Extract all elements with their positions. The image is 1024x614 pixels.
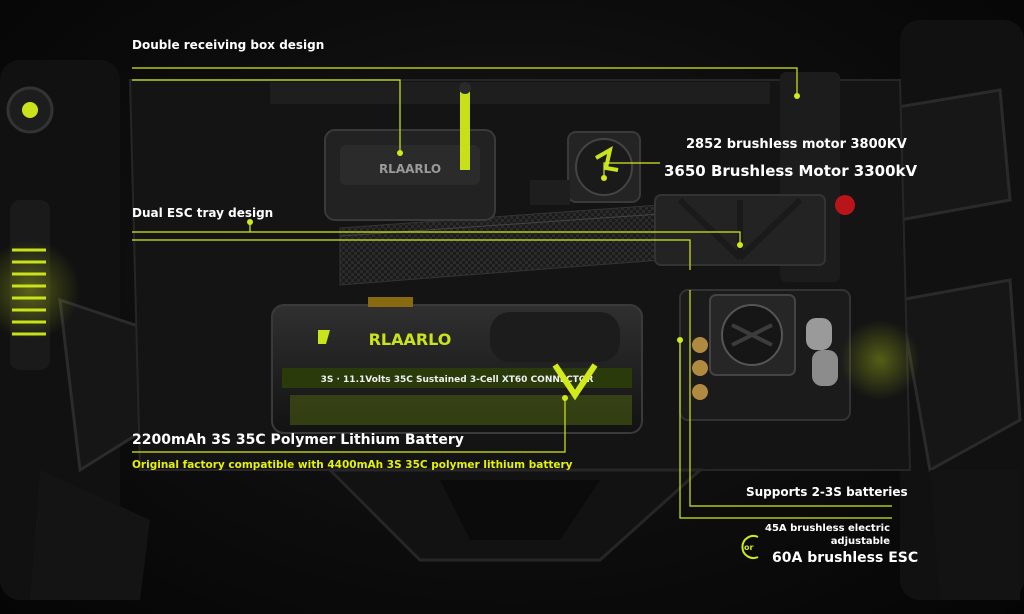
callout-esc-45a-line1: 45A brushless electric bbox=[765, 523, 890, 534]
or-divider-icon: or bbox=[741, 535, 759, 559]
battery-spec-label: 3S · 11.1Volts 35C Sustained 3-Cell XT60… bbox=[321, 375, 594, 385]
battery-pack: RLAARLO 3S · 11.1Volts 35C Sustained 3-C… bbox=[271, 297, 643, 434]
or-text: or bbox=[744, 543, 753, 552]
esc-unit bbox=[679, 289, 851, 421]
callout-battery-title: 2200mAh 3S 35C Polymer Lithium Battery bbox=[132, 432, 464, 448]
callout-motor-2852: 2852 brushless motor 3800KV bbox=[686, 137, 907, 152]
receiving-box: RLAARLO bbox=[324, 82, 496, 221]
callout-double-receiving-box: Double receiving box design bbox=[132, 38, 325, 52]
callout-supports-batteries: Supports 2-3S batteries bbox=[746, 485, 908, 499]
battery-brand-logo: RLAARLO bbox=[369, 330, 452, 349]
motor-cover bbox=[654, 194, 855, 266]
callout-lines bbox=[132, 67, 892, 519]
callout-battery-subtitle: Original factory compatible with 4400mAh… bbox=[132, 459, 573, 471]
callout-dual-esc-tray: Dual ESC tray design bbox=[132, 206, 274, 220]
callout-esc-60a: 60A brushless ESC bbox=[772, 550, 919, 566]
callout-esc-45a-line2: adjustable bbox=[830, 536, 890, 547]
receiving-box-logo: RLAARLO bbox=[379, 162, 441, 176]
callout-motor-3650: 3650 Brushless Motor 3300kV bbox=[664, 162, 918, 180]
